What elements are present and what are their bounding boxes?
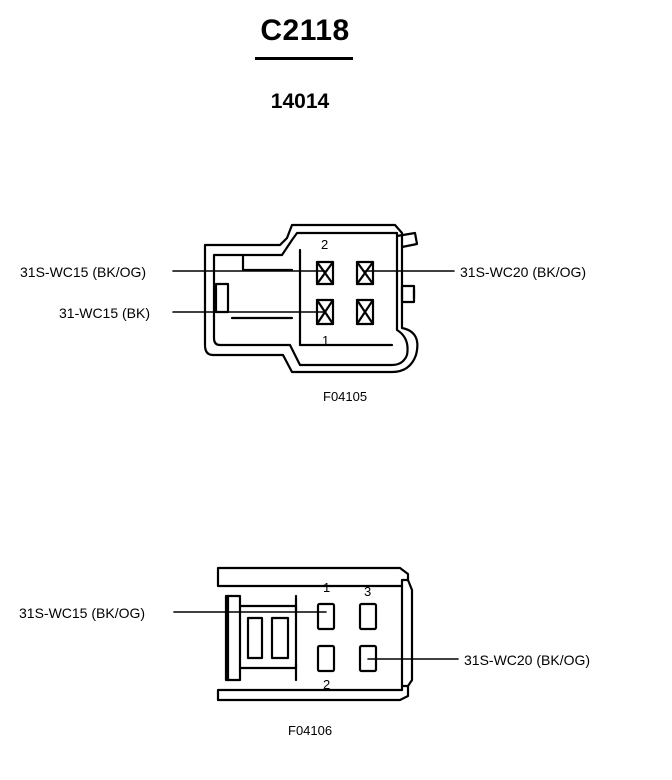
c2-wire-label-left: 31S-WC15 (BK/OG) bbox=[19, 605, 146, 621]
c2-pin-1: 1 bbox=[323, 580, 330, 595]
c1-wire-label-left-top: 31S-WC15 (BK/OG) bbox=[20, 264, 147, 280]
c2-pin-2: 2 bbox=[323, 677, 330, 692]
connector2-housing bbox=[216, 566, 414, 702]
c2-figure-number: F04106 bbox=[288, 723, 333, 738]
c1-pin-2: 2 bbox=[321, 237, 328, 252]
connector2-terminals bbox=[316, 602, 378, 673]
component-number: 14014 bbox=[270, 90, 330, 113]
c2-wire-label-right: 31S-WC20 (BK/OG) bbox=[464, 652, 591, 668]
title-underline bbox=[255, 57, 353, 60]
connector1-housing bbox=[203, 223, 419, 374]
connector1-leader-lines bbox=[172, 270, 455, 313]
connector2-leader-lines bbox=[173, 611, 459, 660]
c1-wire-label-left-bottom: 31-WC15 (BK) bbox=[59, 305, 151, 321]
c1-pin-1: 1 bbox=[322, 333, 329, 348]
c2-pin-3: 3 bbox=[364, 584, 371, 599]
c1-figure-number: F04105 bbox=[323, 389, 368, 404]
connector-title: C2118 bbox=[260, 14, 350, 47]
c1-wire-label-right: 31S-WC20 (BK/OG) bbox=[460, 264, 587, 280]
